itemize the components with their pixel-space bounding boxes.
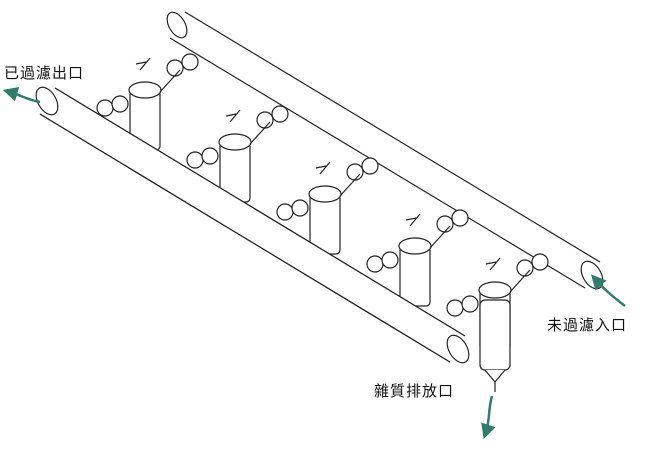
inlet-header-pipe — [166, 11, 604, 290]
unfiltered-inlet-label: 未過濾入口 — [547, 316, 628, 334]
drain-flow-arrow — [481, 395, 496, 440]
outlet-flow-arrow — [2, 86, 41, 104]
filter-unit — [96, 53, 199, 151]
filtered-outlet-label: 已過濾出口 — [4, 64, 85, 82]
impurity-drain-label: 雜質排放口 — [374, 382, 455, 400]
drain-filter-housing — [479, 299, 511, 392]
outlet-header-pipe — [35, 86, 470, 364]
inlet-flow-arrow — [590, 274, 626, 307]
filter-unit — [366, 209, 469, 307]
filter-unit — [276, 157, 379, 255]
